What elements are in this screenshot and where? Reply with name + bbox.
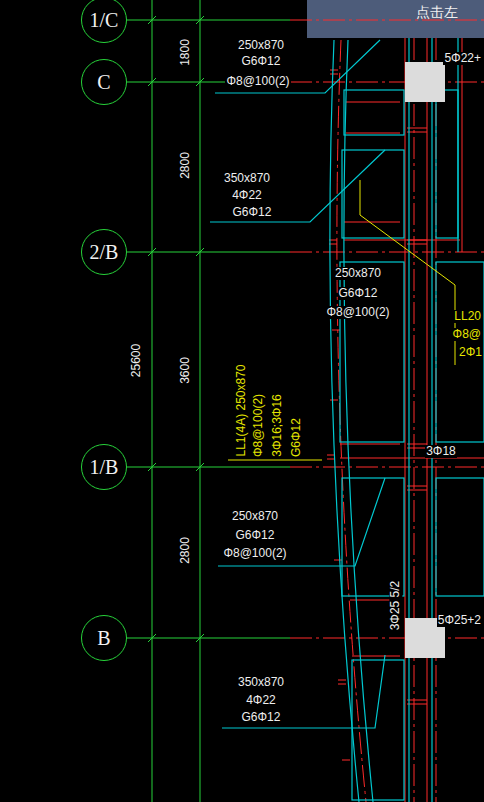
beam-size: 350x870 (223, 172, 271, 185)
axis-bubble: B (81, 615, 127, 661)
axis-bubble: 2/B (81, 229, 127, 275)
beam-rebar: G6Φ12 (232, 206, 273, 219)
beam-size: 250x870 (237, 39, 285, 52)
axis-label: B (97, 627, 110, 650)
column-rebar: 5Φ22+ (443, 52, 482, 65)
dimension: 2800 (178, 151, 191, 180)
dimension: 2800 (178, 536, 191, 565)
beam-stirrup: Φ8@100(2) (325, 306, 390, 319)
beam-rebar: 3Φ25 5/2 (390, 579, 403, 631)
beam-rebar: G6Φ12 (235, 529, 276, 542)
beam-stirrup: Φ8@ (452, 328, 482, 341)
banner-text: 点击左 (415, 6, 459, 19)
dimension: 3600 (178, 356, 191, 385)
beam-label: LL1(4A) 250x870 (234, 364, 247, 458)
beam-size: 350x870 (237, 676, 285, 689)
dimension: 25600 (131, 342, 144, 377)
beam-size: 250x870 (334, 267, 382, 280)
beam-rebar: G6Φ12 (241, 711, 282, 724)
beam-rebar: 4Φ22 (231, 189, 263, 202)
axis-bubble: 1/C (81, 0, 127, 43)
axis-label: 1/C (90, 9, 119, 32)
beam-rebar: 3Φ18 (425, 445, 457, 458)
beam-rebar: G6Φ12 (241, 55, 282, 68)
beam-stirrup: Φ8@100(2) (225, 75, 290, 88)
beam-size: 250x870 (231, 510, 279, 523)
beam-rebar: G6Φ12 (290, 417, 303, 458)
beam-stirrup: Φ8@100(2) (222, 547, 287, 560)
beam-rebar: 2Φ1 (458, 346, 483, 359)
axis-bubble: 1/B (81, 444, 127, 490)
column-rebar: 5Φ25+2 (437, 614, 482, 627)
dimension: 1800 (178, 38, 191, 67)
beam-rebar: G6Φ12 (338, 287, 379, 300)
axis-label: C (97, 71, 110, 94)
beam-stirrup: Φ8@100(2) (253, 393, 266, 458)
beam-label: LL20 (453, 310, 482, 323)
beam-rebar: 4Φ22 (245, 694, 277, 707)
axis-label: 1/B (90, 456, 119, 479)
axis-bubble: C (81, 59, 127, 105)
axis-label: 2/B (90, 241, 119, 264)
beam-rebar: 3Φ16;3Φ16 (271, 393, 284, 458)
